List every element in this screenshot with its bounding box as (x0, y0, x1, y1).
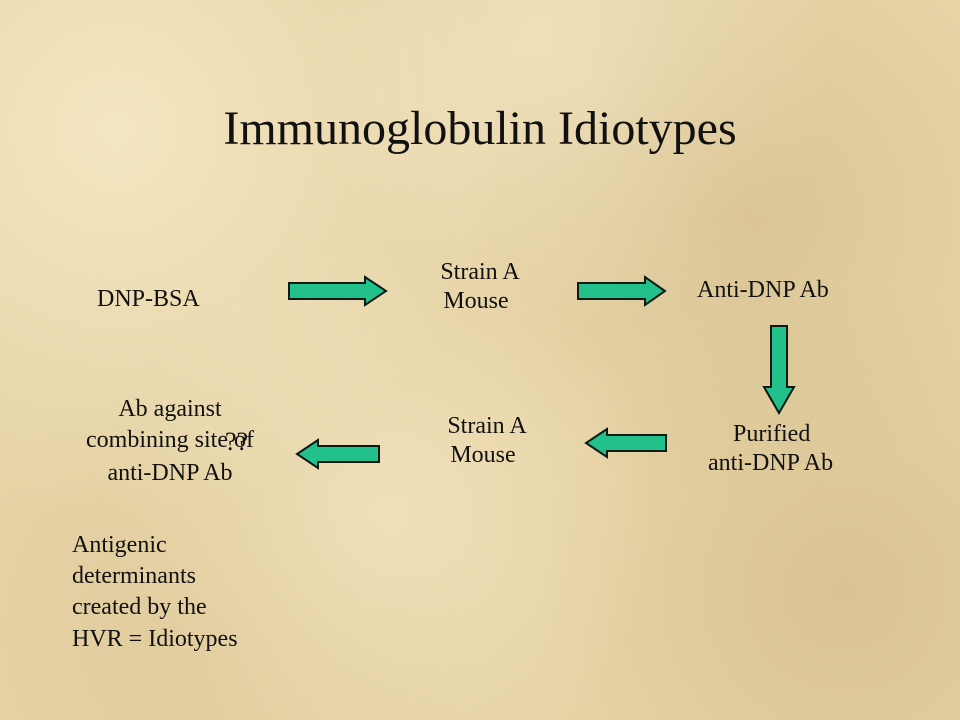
node-dnp-bsa: DNP-BSA (97, 286, 200, 312)
note-line: determinants (72, 563, 196, 590)
node-strain-a-mouse-top: Strain A Mouse (400, 258, 560, 316)
node-purified-anti-dnp-ab: Purified anti-DNP Ab (708, 420, 833, 478)
arrow-left-icon (295, 438, 380, 470)
node-line: Ab against (118, 396, 222, 422)
note-line: created by the (72, 594, 207, 621)
node-strain-a-mouse-bottom: Strain A Mouse (407, 412, 567, 470)
note-line: HVR = Idiotypes (72, 625, 238, 652)
node-line: Strain A (440, 259, 520, 285)
idiotype-note: Antigenic determinants created by the HV… (72, 530, 238, 655)
node-line: Strain A (447, 413, 527, 439)
arrow-right-icon (288, 275, 388, 307)
arrow-right-icon (577, 275, 667, 307)
question-mark-overlay: ?? (225, 427, 249, 456)
node-line: Purified (733, 421, 811, 447)
slide-title: Immunoglobulin Idiotypes (223, 102, 737, 155)
node-line: anti-DNP Ab (107, 459, 233, 486)
node-line: Mouse (450, 441, 516, 468)
note-line: Antigenic (72, 532, 167, 558)
arrow-left-icon (584, 427, 667, 459)
node-line: Mouse (443, 287, 509, 314)
node-ab-against-combining-site: Ab against combining site of anti-DNP Ab (40, 395, 300, 487)
node-line: combining site of (86, 426, 254, 453)
node-line: anti-DNP Ab (708, 449, 834, 476)
node-anti-dnp-ab: Anti-DNP Ab (697, 277, 829, 303)
arrow-down-icon (762, 325, 796, 416)
